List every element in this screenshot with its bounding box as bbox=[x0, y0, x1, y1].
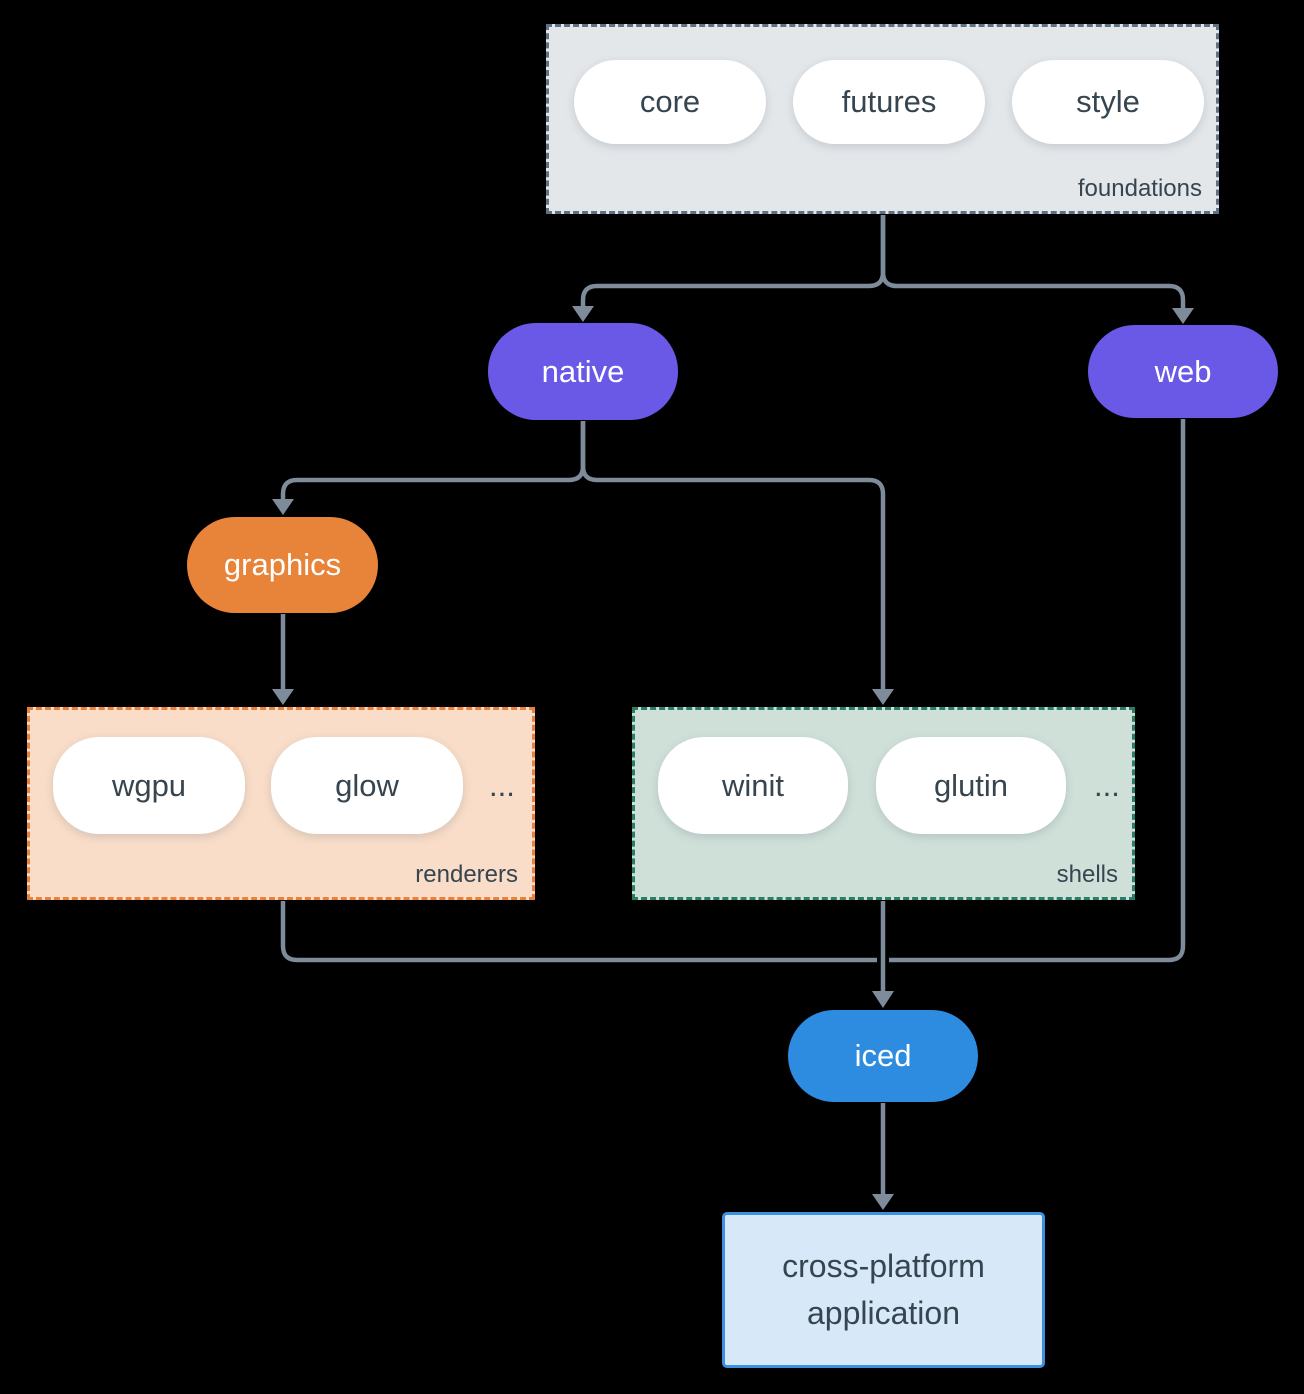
arrowhead-native bbox=[572, 306, 594, 322]
node-web: web bbox=[1088, 325, 1278, 418]
foundations-pill-row: core futures style bbox=[549, 27, 1216, 144]
application-label-line2: application bbox=[807, 1295, 960, 1331]
foundations-label: foundations bbox=[1077, 175, 1202, 202]
shells-label: shells bbox=[1056, 861, 1118, 888]
node-futures: futures bbox=[793, 60, 985, 144]
arrowhead-shells bbox=[872, 689, 894, 705]
arrowhead-graphics bbox=[272, 499, 294, 515]
foundations-group: core futures style foundations bbox=[546, 24, 1219, 214]
renderers-label: renderers bbox=[415, 861, 518, 888]
shells-ellipsis: ... bbox=[1094, 767, 1120, 803]
node-graphics: graphics bbox=[187, 517, 378, 613]
renderers-pill-row: wgpu glow ... bbox=[30, 710, 532, 834]
node-style: style bbox=[1012, 60, 1204, 144]
shells-pill-row: winit glutin ... bbox=[635, 710, 1132, 834]
node-wgpu: wgpu bbox=[53, 737, 245, 834]
arrowhead-application bbox=[872, 1194, 894, 1210]
edge-foundations-web bbox=[880, 215, 1186, 310]
edge-native-graphics bbox=[280, 421, 586, 500]
node-glutin: glutin bbox=[876, 737, 1066, 834]
node-native: native bbox=[488, 323, 678, 420]
node-iced: iced bbox=[788, 1010, 978, 1102]
application-label-line1: cross-platform bbox=[782, 1247, 985, 1284]
edge-foundations-native bbox=[580, 215, 886, 308]
edge-web-iced bbox=[889, 419, 1186, 963]
edge-native-shells bbox=[580, 421, 886, 690]
node-core: core bbox=[574, 60, 766, 144]
shells-group: winit glutin ... shells bbox=[632, 707, 1135, 900]
renderers-group: wgpu glow ... renderers bbox=[27, 707, 535, 900]
arrowhead-web bbox=[1172, 308, 1194, 324]
arrowhead-iced bbox=[872, 991, 894, 1008]
edge-renderers-iced bbox=[280, 901, 877, 963]
arrowhead-renderers bbox=[272, 689, 294, 705]
node-glow: glow bbox=[271, 737, 463, 834]
renderers-ellipsis: ... bbox=[489, 767, 515, 803]
cross-platform-application-box: cross-platform application bbox=[722, 1212, 1045, 1368]
node-winit: winit bbox=[658, 737, 848, 834]
